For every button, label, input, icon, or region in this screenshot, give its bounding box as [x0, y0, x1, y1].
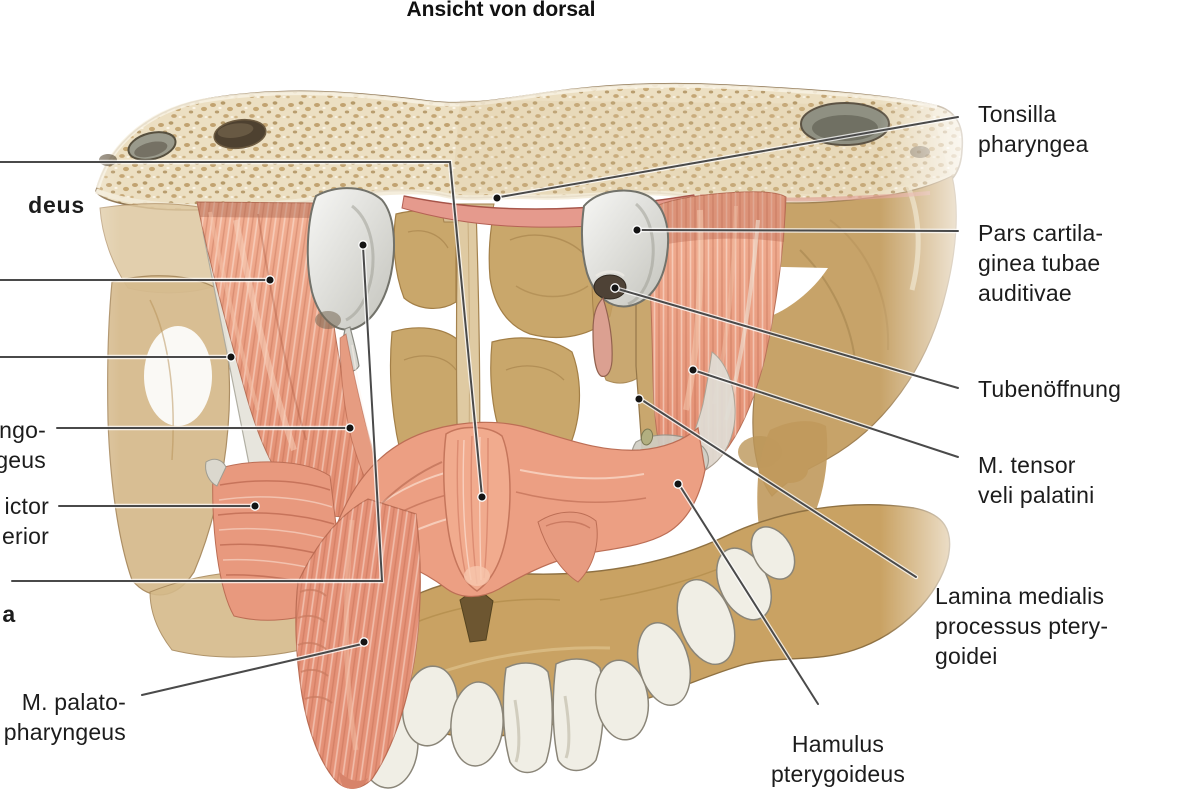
leader-pars-cartilaginea: [639, 229, 959, 232]
label-fragment-constrictor: ictor erior: [1, 493, 49, 549]
foramen-left-1: [127, 131, 177, 161]
leader-palatopharyngeus: [141, 643, 363, 696]
label-fragment-a: a: [2, 601, 16, 627]
label-palatopharyngeus: M. palato- pharyngeus: [3, 689, 126, 745]
leader-lamina-medialis: [641, 399, 917, 578]
leader-dots: [226, 193, 698, 647]
leader-tubenoeffnung: [617, 288, 959, 389]
leader-tonsilla-pharyngea: [499, 116, 959, 198]
label-lamina-medialis: Lamina medialis processus ptery- goidei: [935, 583, 1109, 669]
leader-uvulae: [0, 161, 483, 498]
tuba-cartilage-right: [581, 189, 670, 377]
label-tubenoeffnung: Tubenöffnung: [978, 376, 1122, 402]
label-hamulus-pterygoideus: Hamulus pterygoideus: [770, 731, 906, 787]
label-fragment-deus: deus: [28, 192, 85, 218]
right-edge-fade: [880, 70, 990, 720]
label-fragment-salpingopharyngeus: ngo- geus: [0, 417, 46, 473]
leader-tensor-veli-palatini: [695, 370, 959, 458]
label-tensor-veli-palatini: M. tensor veli palatini: [978, 452, 1095, 508]
left-edge-fade: [0, 70, 120, 792]
uvula-muscle-bulge: [443, 426, 511, 592]
figure-title: Ansicht von dorsal: [406, 0, 596, 21]
label-pars-cartilaginea: Pars cartila- ginea tubae auditivae: [978, 220, 1104, 306]
leader-tuba: [11, 245, 384, 582]
label-tonsilla-pharyngea: Tonsilla pharyngea: [978, 101, 1089, 157]
leader-lines: [0, 114, 961, 707]
tube-opening: [593, 274, 627, 300]
foramen-left-2: [213, 118, 267, 150]
tube-cartilage-hanging-strip: [592, 296, 613, 377]
leader-hamulus: [679, 485, 819, 705]
soft-palate-right-lobe: [537, 511, 598, 583]
upper-teeth: [357, 526, 796, 789]
